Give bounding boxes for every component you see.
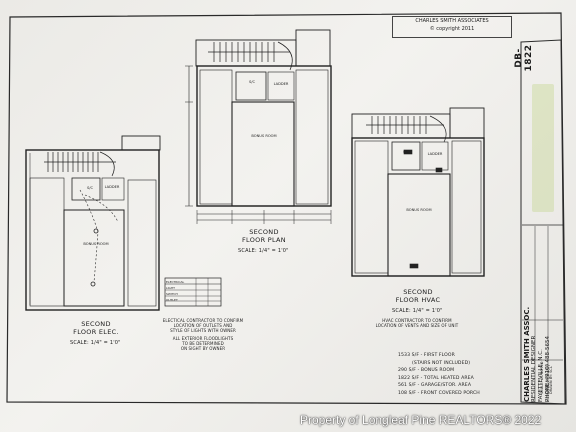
hvac-title-line2: FLOOR HVAC xyxy=(395,296,441,304)
floor-ac-label: S/C xyxy=(248,80,255,84)
area-line: 561 S/F - GARAGE/STOR. AREA xyxy=(398,383,472,389)
sheet-number: DB-1822 xyxy=(514,44,534,72)
floor-title-line2: FLOOR PLAN xyxy=(242,236,286,244)
title-block-line2: RESIDENTIAL DESIGNER xyxy=(531,335,537,402)
elec-ladder-label: LADDER xyxy=(104,185,120,189)
hvac-ladder-label: LADDER xyxy=(427,152,443,156)
note-line: ALL EXTERIOR FLOODLIGHTS xyxy=(172,336,234,341)
elec-room-label: BONUS ROOM xyxy=(83,242,109,246)
floor-room-label: BONUS ROOM xyxy=(251,134,277,138)
note-line: TO BE DETERMINED xyxy=(182,341,224,346)
note-line: LOCATION OF OUTLETS AND xyxy=(173,323,233,328)
plan-floor xyxy=(185,29,332,224)
area-line: 108 S/F - FRONT COVERED PORCH xyxy=(398,390,480,396)
note-line: ON SIGHT BY OWNER xyxy=(180,346,226,351)
hvac-title: SECOND FLOOR HVAC xyxy=(378,288,458,304)
watermark: Property of Longleaf Pine REALTORS® 2022 xyxy=(300,413,542,427)
area-line: 1533 S/F - FIRST FLOOR xyxy=(398,353,455,358)
floor-title: SECOND FLOOR PLAN xyxy=(224,228,304,244)
legend-header: ELECTRICAL xyxy=(166,280,185,284)
plan-elec xyxy=(25,135,222,311)
hvac-room-label: BONUS ROOM xyxy=(406,208,432,212)
hvac-ac-label: S/C xyxy=(402,150,409,154)
title-block-firm: CHARLES SMITH ASSOC. xyxy=(523,306,531,402)
elec-scale: SCALE: 1/4" = 1'0" xyxy=(70,340,121,346)
floor-ladder-label: LADDER xyxy=(273,82,289,86)
sheet-border xyxy=(6,12,567,405)
elec-ac-label: S/C xyxy=(86,186,93,190)
area-line: (STAIRS NOT INCLUDED) xyxy=(412,360,471,366)
firm-stamp-box: CHARLES SMITH ASSOCIATES © copyright 201… xyxy=(392,16,512,38)
firm-name: CHARLES SMITH ASSOCIATES xyxy=(415,18,489,24)
floor-title-line1: SECOND xyxy=(249,228,279,236)
elec-title: SECOND FLOOR ELEC. xyxy=(56,320,136,336)
title-block-border xyxy=(520,39,566,405)
area-summary: 1533 S/F - FIRST FLOOR (STAIRS NOT INCLU… xyxy=(398,352,480,398)
detail-line: DRAWN BY: SCL xyxy=(549,366,553,394)
sticker-strip xyxy=(532,84,554,212)
hvac-scale: SCALE: 1/4" = 1'0" xyxy=(392,308,443,314)
elec-title-line1: SECOND xyxy=(81,320,111,328)
elec-title-line2: FLOOR ELEC. xyxy=(73,328,119,336)
copyright-text: © copyright 2011 xyxy=(429,26,475,32)
hvac-title-line1: SECOND xyxy=(403,288,433,296)
note-line: STYLE OF LIGHTS WITH OWNER xyxy=(170,328,236,333)
legend-row: OUTLET xyxy=(166,298,178,302)
note-line: LOCATION OF VENTS AND SIZE OF UNIT xyxy=(375,323,459,328)
note-line: ELECTICAL CONTRACTOR TO CONFIRM xyxy=(162,318,244,323)
hvac-notes: HVAC CONTRACTOR TO CONFIRM LOCATION OF V… xyxy=(352,318,482,328)
plan-hvac xyxy=(351,107,485,277)
title-block-details: SCALE: AS NOTED DATE: NOV. 2011 DRAWN BY… xyxy=(540,264,554,394)
legend-row: SWITCH xyxy=(166,292,178,296)
legend-row: LIGHT xyxy=(166,286,175,290)
area-line: 290 S/F - BONUS ROOM xyxy=(398,368,455,374)
legend-text: ELECTRICAL LIGHT SWITCH OUTLET xyxy=(166,279,184,303)
note-line: HVAC CONTRACTOR TO CONFIRM xyxy=(382,318,452,323)
floor-scale: SCALE: 1/4" = 1'0" xyxy=(238,248,289,254)
area-line: 1822 S/F - TOTAL HEATED AREA xyxy=(398,375,474,381)
electrical-notes: ELECTICAL CONTRACTOR TO CONFIRM LOCATION… xyxy=(153,318,253,351)
